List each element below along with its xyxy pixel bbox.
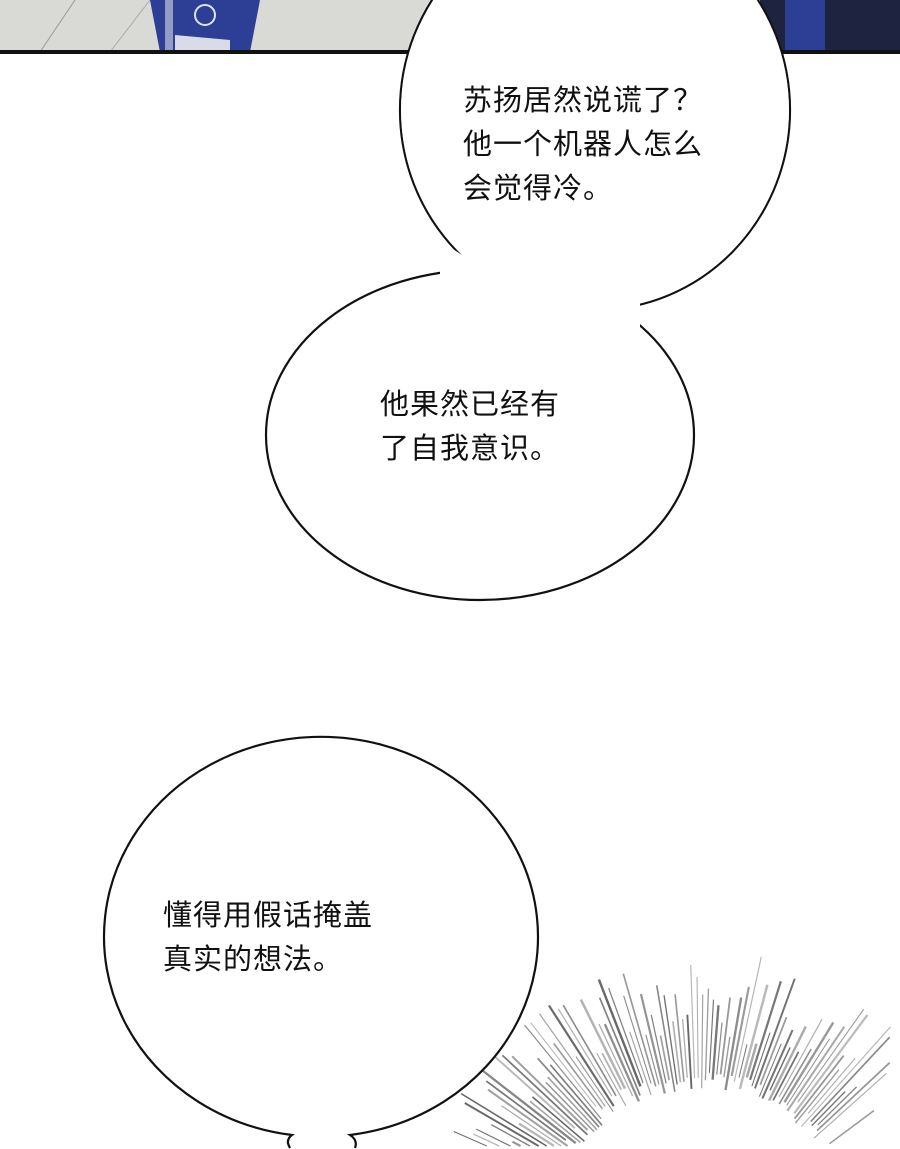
bubble-line: 会觉得冷。	[463, 166, 703, 210]
bubble-line: 了自我意识。	[380, 426, 560, 470]
speech-bubble-3: 懂得用假话掩盖 真实的想法。	[163, 893, 373, 981]
speed-line	[465, 1103, 539, 1146]
bubble-line: 苏扬居然说谎了？	[463, 78, 703, 122]
speed-line	[454, 1132, 487, 1146]
speed-line	[661, 1035, 670, 1080]
bubble-line: 真实的想法。	[163, 937, 373, 981]
speed-line	[721, 998, 731, 1075]
speed-line	[829, 1111, 873, 1144]
speed-line	[697, 977, 698, 1078]
speed-line	[512, 1056, 587, 1130]
bubble-line: 他一个机器人怎么	[463, 122, 703, 166]
speed-line	[623, 974, 655, 1087]
speed-line	[702, 994, 703, 1088]
bubble-line: 懂得用假话掩盖	[163, 893, 373, 937]
speed-line	[705, 988, 708, 1080]
speed-line	[599, 980, 640, 1087]
speech-bubble-1: 苏扬居然说谎了？ 他一个机器人怎么 会觉得冷。	[463, 78, 703, 210]
speed-line	[512, 1142, 520, 1146]
speed-line	[687, 1015, 691, 1089]
speed-line	[473, 1134, 499, 1146]
speech-bubble-2: 他果然已经有 了自我意识。	[380, 382, 560, 470]
speed-line	[657, 985, 675, 1091]
speed-line	[801, 1027, 890, 1127]
bubble-line: 他果然已经有	[380, 382, 560, 426]
speed-line	[691, 965, 695, 1078]
